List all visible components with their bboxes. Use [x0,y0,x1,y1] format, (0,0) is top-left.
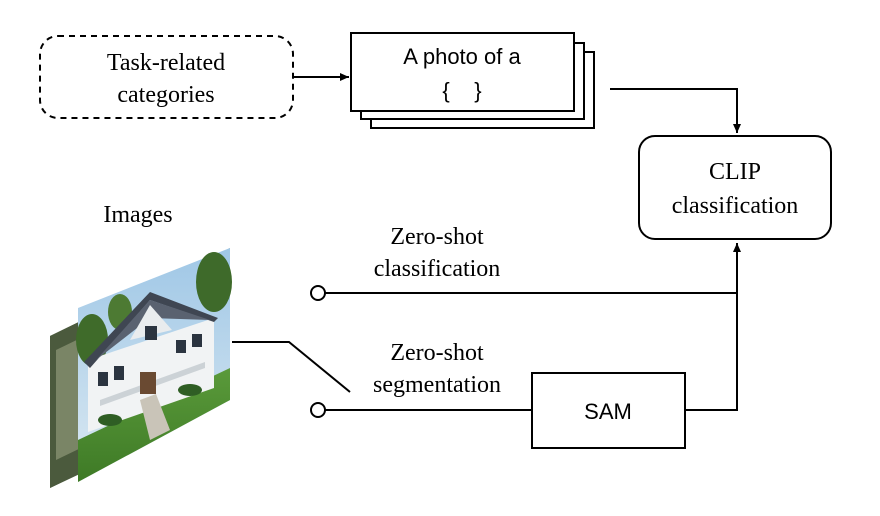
prompt-template-line1: A photo of a [403,44,521,69]
house-photo [76,248,232,482]
house-image-stack [50,248,232,488]
classification-switch-terminal [310,285,326,301]
task-categories-line2: categories [117,82,214,108]
zero-shot-classification-line2: classification [374,256,501,282]
clip-label-line1: CLIP [709,159,761,185]
zero-shot-segmentation-line1: Zero-shot [390,340,484,366]
clip-classification-box: CLIP classification [638,135,832,240]
segmentation-switch-terminal [310,402,326,418]
arrow-sam-to-clip [685,243,741,411]
sam-label: SAM [584,399,632,424]
zero-shot-segmentation-line2: segmentation [373,372,501,398]
arrow-prompt-to-clip [610,88,741,133]
zero-shot-classification-line1: Zero-shot [390,224,484,250]
task-categories-box: Task-related categories [39,35,294,119]
images-label: Images [103,202,172,228]
prompt-template-line2: { } [442,78,481,103]
switch-lever [232,341,351,393]
prompt-template-stack: A photo of a { } [350,32,595,129]
clip-label-line2: classification [672,193,799,219]
sam-box: SAM [531,372,686,449]
task-categories-line1: Task-related [107,50,225,76]
